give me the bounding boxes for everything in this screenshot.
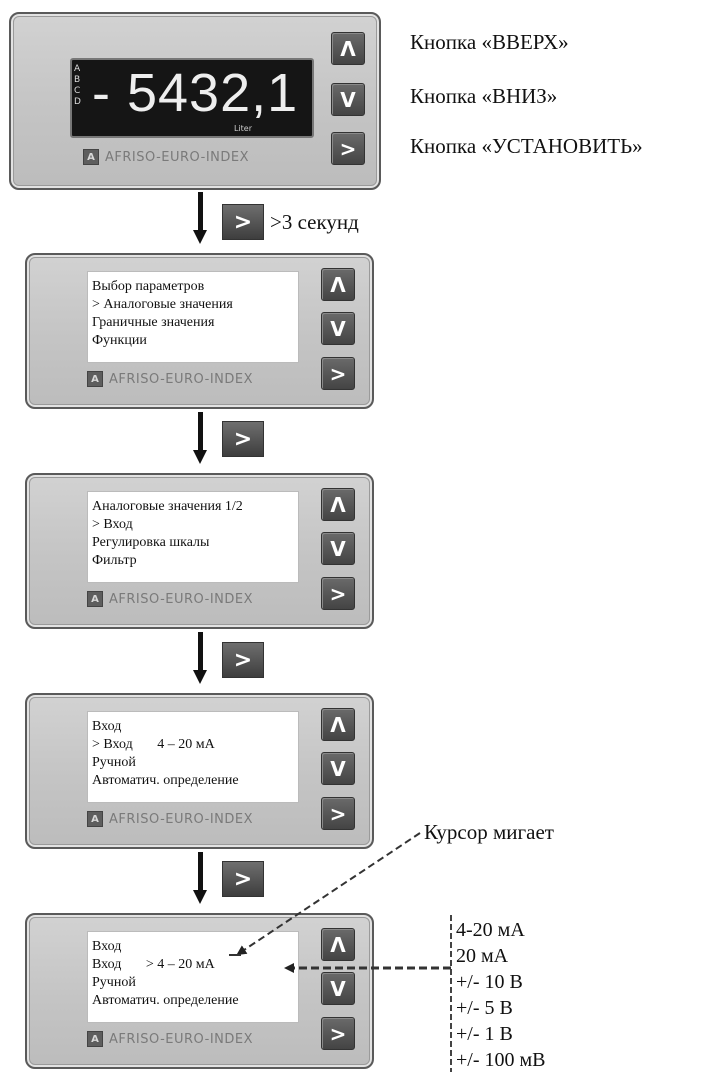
- measured-unit: Liter: [233, 124, 252, 133]
- menu-screen-1: Выбор параметров > Аналоговые значения Г…: [87, 271, 299, 363]
- flow-arrow-1-head-icon: [193, 230, 207, 244]
- screen-2-line-2: > Вход: [92, 517, 133, 532]
- set-button-label: Кнопка «УСТАНОВИТЬ»: [410, 134, 643, 158]
- down-button[interactable]: V: [321, 532, 355, 565]
- range-option-4: +/- 5 В: [456, 997, 513, 1019]
- channel-c: C: [74, 86, 81, 96]
- brand-logo-block: A AFRISO-EURO-INDEX: [83, 149, 249, 165]
- menu-panel-2: Аналоговые значения 1/2 > Вход Регулиров…: [25, 473, 374, 629]
- menu-panel-4: Вход Вход > 4 – 20 мА Ручной Автоматич. …: [25, 913, 374, 1069]
- flow-arrow-2: [198, 412, 203, 450]
- down-button-label: Кнопка «ВНИЗ»: [410, 84, 558, 108]
- screen-1-line-2: > Аналоговые значения: [92, 297, 233, 312]
- step-set-button-2: >: [222, 421, 264, 457]
- range-option-2: 20 мА: [456, 945, 509, 967]
- up-button[interactable]: Λ: [321, 488, 355, 521]
- cursor-dashed-arrow: [236, 832, 421, 956]
- range-option-5: +/- 1 В: [456, 1023, 513, 1045]
- brand-logo-block-3: A AFRISO-EURO-INDEX: [87, 811, 253, 827]
- brand-name: AFRISO-EURO-INDEX: [109, 591, 254, 607]
- menu-panel-3: Вход > Вход 4 – 20 мА Ручной Автоматич. …: [25, 693, 374, 849]
- afriso-logo-icon: A: [87, 811, 103, 827]
- brand-logo-block-4: A AFRISO-EURO-INDEX: [87, 1031, 253, 1047]
- afriso-logo-icon: A: [83, 149, 99, 165]
- screen-2-line-4: Фильтр: [92, 553, 137, 568]
- screen-3-line-2: > Вход 4 – 20 мА: [92, 737, 215, 752]
- flow-arrow-3: [198, 632, 203, 670]
- set-button[interactable]: >: [331, 132, 365, 165]
- set-button[interactable]: >: [321, 357, 355, 390]
- screen-3-line-1: Вход: [92, 719, 122, 734]
- down-button[interactable]: V: [321, 972, 355, 1005]
- screen-4-line-3: Ручной: [92, 975, 136, 990]
- flow-arrow-4: [198, 852, 203, 890]
- brand-logo-block-1: A AFRISO-EURO-INDEX: [87, 371, 253, 387]
- step-set-button-3: >: [222, 642, 264, 678]
- up-button[interactable]: Λ: [321, 708, 355, 741]
- up-button[interactable]: Λ: [321, 268, 355, 301]
- screen-1-line-4: Функции: [92, 333, 147, 348]
- down-button[interactable]: V: [321, 752, 355, 785]
- cursor-blinks-label: Курсор мигает: [424, 820, 554, 844]
- flow-arrow-2-head-icon: [193, 450, 207, 464]
- channel-indicators: A B C D: [74, 64, 81, 108]
- hold-duration-label: >3 секунд: [270, 210, 359, 234]
- afriso-logo-icon: A: [87, 591, 103, 607]
- menu-panel-1: Выбор параметров > Аналоговые значения Г…: [25, 253, 374, 409]
- set-button[interactable]: >: [321, 797, 355, 830]
- screen-4-line-1: Вход: [92, 939, 122, 954]
- range-option-6: +/- 100 мВ: [456, 1049, 546, 1071]
- menu-screen-3: Вход > Вход 4 – 20 мА Ручной Автоматич. …: [87, 711, 299, 803]
- brand-name: AFRISO-EURO-INDEX: [109, 371, 254, 387]
- up-button[interactable]: Λ: [331, 32, 365, 65]
- main-lcd-display: A B C D - 5432,1 Liter: [70, 58, 314, 138]
- flow-arrow-4-head-icon: [193, 890, 207, 904]
- afriso-logo-icon: A: [87, 371, 103, 387]
- set-button[interactable]: >: [321, 1017, 355, 1050]
- up-button[interactable]: Λ: [321, 928, 355, 961]
- brand-name: AFRISO-EURO-INDEX: [109, 811, 254, 827]
- measured-value: - 5432,1: [92, 63, 299, 123]
- screen-3-line-4: Автоматич. определение: [92, 773, 239, 788]
- afriso-logo-icon: A: [87, 1031, 103, 1047]
- down-button[interactable]: V: [321, 312, 355, 345]
- menu-screen-4: Вход Вход > 4 – 20 мА Ручной Автоматич. …: [87, 931, 299, 1023]
- screen-1-line-3: Граничные значения: [92, 315, 215, 330]
- step-set-button-1: >: [222, 204, 264, 240]
- channel-b: B: [74, 75, 81, 85]
- flow-arrow-1: [198, 192, 203, 230]
- set-button[interactable]: >: [321, 577, 355, 610]
- range-option-3: +/- 10 В: [456, 971, 523, 993]
- down-button[interactable]: V: [331, 83, 365, 116]
- screen-2-line-3: Регулировка шкалы: [92, 535, 210, 550]
- channel-d: D: [74, 97, 81, 107]
- brand-name: AFRISO-EURO-INDEX: [109, 1031, 254, 1047]
- main-device-panel: A B C D - 5432,1 Liter A AFRISO-EURO-IND…: [9, 12, 381, 190]
- flow-arrow-3-head-icon: [193, 670, 207, 684]
- screen-4-line-4: Автоматич. определение: [92, 993, 239, 1008]
- brand-name: AFRISO-EURO-INDEX: [105, 149, 250, 165]
- screen-4-line-2: Вход > 4 – 20 мА: [92, 957, 215, 972]
- menu-screen-2: Аналоговые значения 1/2 > Вход Регулиров…: [87, 491, 299, 583]
- step-set-button-4: >: [222, 861, 264, 897]
- screen-3-line-3: Ручной: [92, 755, 136, 770]
- brand-logo-block-2: A AFRISO-EURO-INDEX: [87, 591, 253, 607]
- up-button-label: Кнопка «ВВЕРХ»: [410, 30, 569, 54]
- range-option-1: 4-20 мА: [456, 919, 525, 941]
- screen-2-line-1: Аналоговые значения 1/2: [92, 499, 243, 514]
- screen-1-line-1: Выбор параметров: [92, 279, 205, 294]
- channel-a: A: [74, 64, 81, 74]
